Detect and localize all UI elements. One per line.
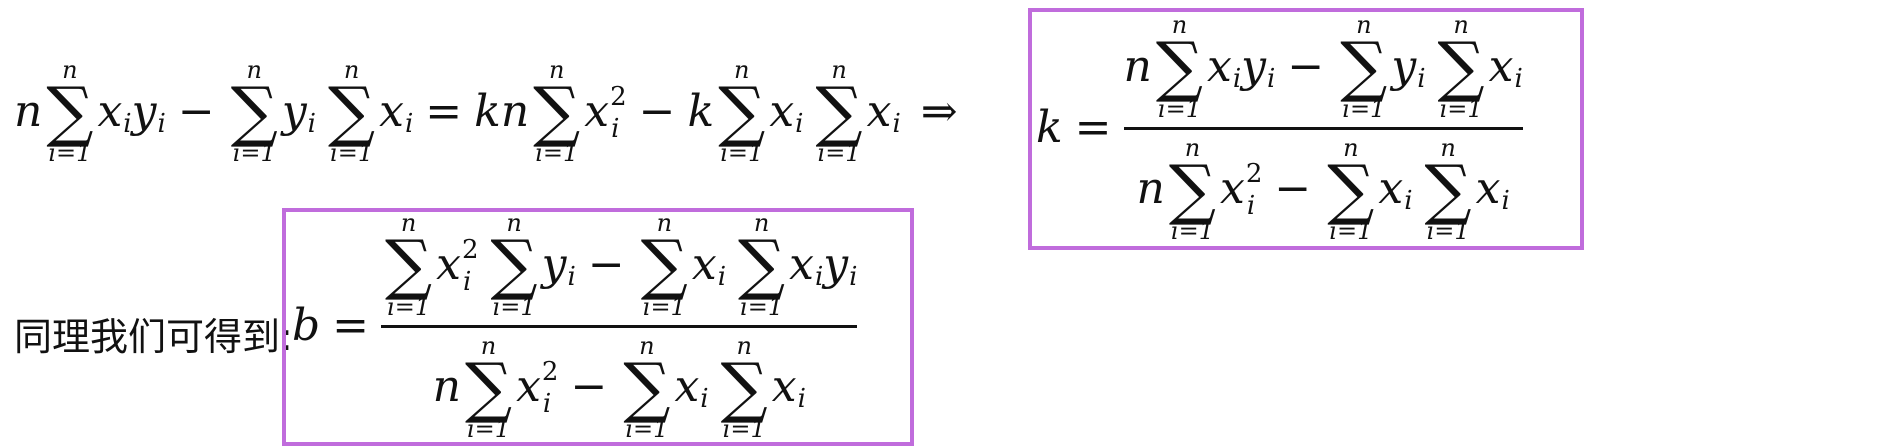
summation: n ∑ i=1 <box>1168 133 1217 245</box>
summation: n ∑ i=1 <box>490 209 538 321</box>
summation: n ∑ i=1 <box>720 331 768 443</box>
chinese-label: 同理我们可得到: <box>14 315 293 359</box>
var-x: x <box>97 85 123 137</box>
coef-k: k <box>687 85 715 137</box>
coef-kn: kn <box>474 85 530 137</box>
summation: n ∑ i=1 <box>640 209 688 321</box>
summation: n ∑ i=1 <box>464 331 513 443</box>
summation: n ∑ i=1 <box>533 56 581 168</box>
equation-line-2-label: 同理我们可得到: <box>14 306 293 361</box>
var-y: y <box>131 85 157 137</box>
var-x: x <box>866 85 892 137</box>
var-y: y <box>281 85 307 137</box>
summation: n ∑ i=1 <box>1327 133 1375 245</box>
summation: n ∑ i=1 <box>46 56 94 168</box>
summation: n ∑ i=1 <box>738 209 786 321</box>
var-x: x <box>769 85 795 137</box>
summation: n ∑ i=1 <box>623 331 671 443</box>
equals-sign: = <box>425 85 463 137</box>
summation: n ∑ i=1 <box>1340 11 1388 123</box>
summation: n ∑ i=1 <box>385 209 433 321</box>
result-var-k: k <box>1036 102 1063 153</box>
summation: n ∑ i=1 <box>1424 133 1472 245</box>
var-x: x <box>584 85 610 137</box>
fraction-bar <box>381 324 858 328</box>
fraction-bar <box>1123 126 1523 130</box>
equals-sign: = <box>1074 102 1112 153</box>
summation: n ∑ i=1 <box>328 56 376 168</box>
summation: n ∑ i=1 <box>1437 11 1485 123</box>
result-box-k <box>1028 8 1584 250</box>
summation: n ∑ i=1 <box>1155 11 1204 123</box>
minus-sign: − <box>177 85 215 137</box>
coef-n: n <box>14 85 43 137</box>
summation: n ∑ i=1 <box>718 56 766 168</box>
implies-arrow: ⇒ <box>920 85 958 137</box>
var-x: x <box>379 85 404 137</box>
result-var-b: b <box>292 300 321 351</box>
result-box-b <box>282 208 914 446</box>
minus-sign: − <box>638 85 676 137</box>
summation: n ∑ i=1 <box>230 56 278 168</box>
summation: n ∑ i=1 <box>815 56 863 168</box>
equals-sign: = <box>332 300 370 351</box>
